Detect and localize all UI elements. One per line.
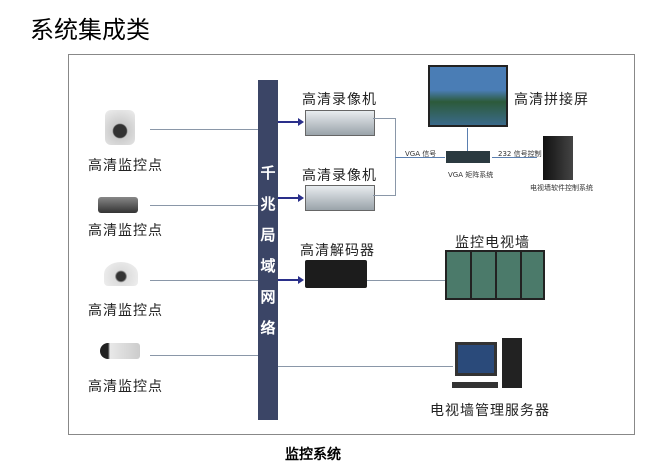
bus-char: 千	[260, 164, 276, 182]
dvr-label: 高清录像机	[302, 92, 377, 108]
rs232-label: 232 信号控制	[498, 150, 542, 158]
dome-camera-icon	[105, 110, 135, 145]
connector	[150, 205, 258, 206]
connector	[367, 280, 445, 281]
dvr-label: 高清录像机	[302, 168, 377, 184]
monitor-icon	[455, 342, 497, 376]
matrix-label: VGA 矩阵系统	[448, 171, 494, 179]
video-wall-label: 高清拼接屏	[514, 92, 589, 108]
connector	[150, 355, 258, 356]
figure-caption: 监控系统	[285, 447, 341, 463]
bus-char: 域	[260, 257, 276, 275]
connector	[150, 129, 258, 130]
connector	[467, 128, 468, 151]
control-server-icon	[543, 136, 573, 180]
monitor-wall-icon	[445, 250, 545, 300]
arrow	[278, 194, 304, 202]
bus-char: 络	[260, 319, 276, 337]
connector	[492, 157, 537, 158]
box-camera-icon	[98, 197, 138, 213]
camera-label: 高清监控点	[88, 303, 163, 319]
vga-signal-label: VGA 信号	[405, 150, 437, 158]
vga-matrix-icon	[446, 151, 490, 163]
camera-label: 高清监控点	[88, 379, 163, 395]
arrow	[278, 118, 304, 126]
keyboard-icon	[452, 382, 498, 388]
connector	[373, 195, 395, 196]
bus-char: 网	[260, 288, 276, 306]
arrow	[278, 276, 304, 284]
monitor-wall-label: 监控电视墙	[455, 235, 530, 251]
connector	[395, 157, 445, 158]
dome-camera-icon	[104, 262, 138, 286]
connector	[150, 280, 258, 281]
gigabit-lan-bus: 千 兆 局 域 网 络	[258, 80, 278, 420]
bus-char: 兆	[260, 195, 276, 213]
control-system-label: 电视墙软件控制系统	[530, 184, 593, 192]
connector	[373, 118, 395, 119]
connector	[278, 366, 453, 367]
dvr-icon	[305, 110, 375, 136]
decoder-label: 高清解码器	[300, 243, 375, 259]
diagram-frame	[68, 54, 635, 435]
camera-label: 高清监控点	[88, 223, 163, 239]
dvr-icon	[305, 185, 375, 211]
bullet-camera-icon	[100, 343, 140, 359]
video-wall-icon	[428, 65, 508, 127]
pc-tower-icon	[502, 338, 522, 388]
page-title: 系统集成类	[30, 16, 150, 44]
bus-char: 局	[260, 226, 276, 244]
decoder-icon	[305, 260, 367, 288]
camera-label: 高清监控点	[88, 158, 163, 174]
server-label: 电视墙管理服务器	[430, 403, 550, 419]
